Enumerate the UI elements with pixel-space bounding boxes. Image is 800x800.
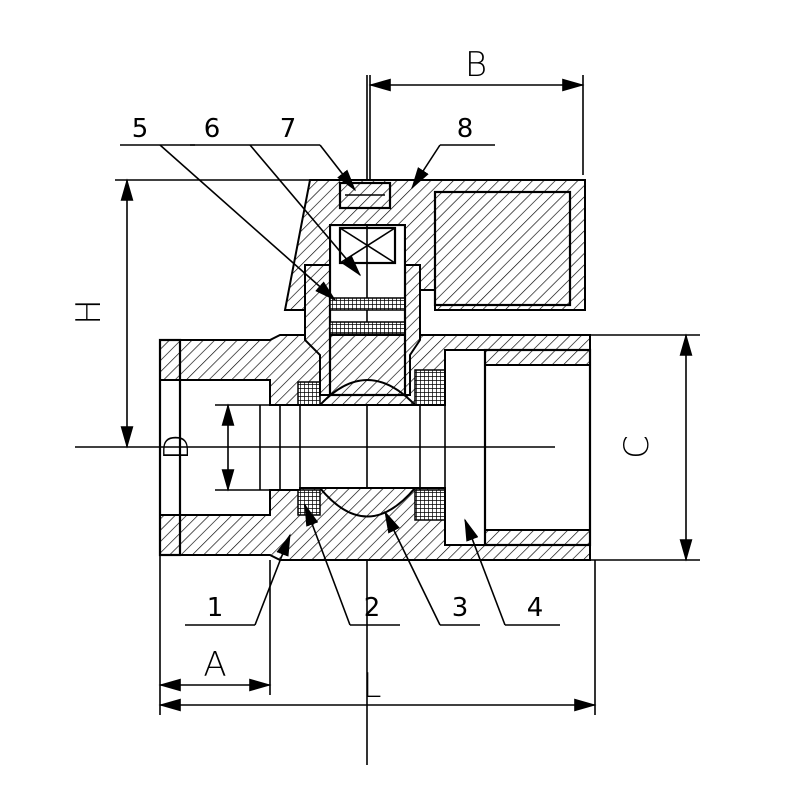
dimension-d: D	[157, 403, 300, 492]
part-number-5: 5	[132, 114, 149, 144]
part-number-3: 3	[452, 593, 469, 623]
part-number-2: 2	[364, 593, 381, 623]
leader-5: 5	[120, 114, 337, 302]
label-h: H	[69, 299, 109, 325]
seat-left-top	[297, 381, 321, 406]
dimension-h: H	[69, 178, 310, 449]
seat-right-top	[414, 369, 446, 406]
part-number-1: 1	[207, 593, 224, 623]
leader-4: 4	[464, 518, 560, 626]
leader-7: 7	[265, 114, 356, 192]
leader-8: 8	[411, 114, 495, 190]
valve-body	[158, 334, 592, 561]
label-l: L	[363, 666, 382, 706]
dimension-c: C	[590, 333, 700, 562]
label-a: A	[203, 645, 226, 685]
handle-nut	[338, 181, 392, 210]
leader-1: 1	[185, 533, 291, 626]
handle	[283, 179, 586, 311]
leader-2: 2	[304, 503, 400, 626]
part-number-4: 4	[527, 593, 544, 623]
label-b: B	[465, 45, 487, 85]
label-d: D	[157, 434, 197, 460]
part-number-6: 6	[204, 114, 221, 144]
part-number-7: 7	[280, 114, 297, 144]
dimension-l: L	[158, 560, 597, 715]
dimension-b: B	[368, 45, 585, 180]
leader-6: 6	[190, 114, 362, 277]
leader-3: 3	[384, 510, 480, 626]
part-number-8: 8	[457, 114, 474, 144]
seat-left-bottom	[297, 489, 321, 516]
seat-right-bottom	[414, 489, 446, 521]
label-c: C	[617, 435, 657, 459]
dimension-a: A	[158, 555, 272, 715]
